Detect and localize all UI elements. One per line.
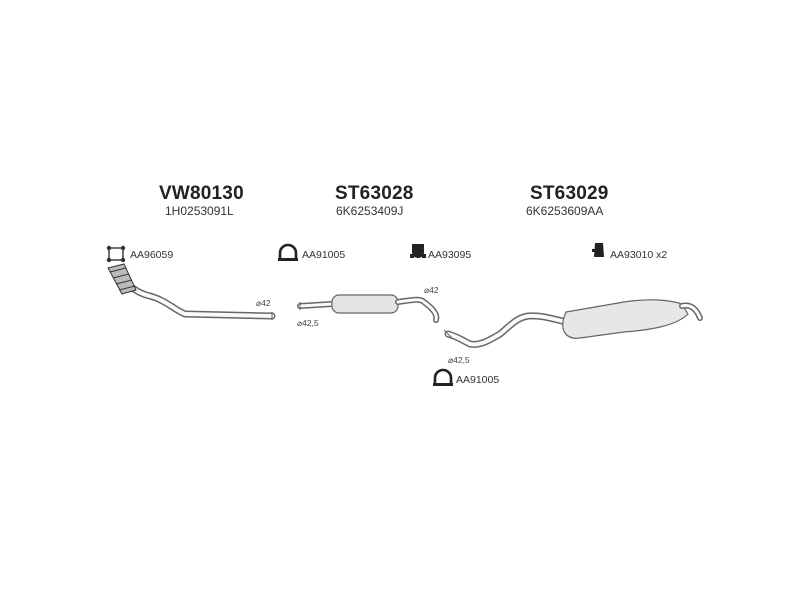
- section-title-rear-silencer: ST63029: [530, 183, 609, 204]
- rubber-hanger-icon: [592, 243, 604, 257]
- section-title-front-pipe: VW80130: [159, 183, 244, 204]
- flange-clamp-icon: [106, 245, 126, 263]
- rubber-mount-icon: [410, 244, 426, 258]
- middle-silencer: [297, 294, 440, 323]
- part-label-clamp-front: AA96059: [130, 249, 174, 261]
- u-bolt-clamp-icon: [278, 243, 298, 261]
- section-title-middle-silencer: ST63028: [335, 183, 414, 204]
- part-label-rubber-rear: AA93010 x2: [610, 249, 668, 261]
- section-oem-rear-silencer: 6K6253609AA: [526, 204, 604, 218]
- dimension-front-end: ⌀42: [256, 298, 271, 308]
- section-oem-middle-silencer: 6K6253409J: [336, 204, 404, 218]
- part-label-rubber-mount: AA93095: [428, 249, 472, 261]
- dimension-rear-inlet: ⌀42,5: [448, 355, 470, 365]
- u-bolt-clamp-icon: [433, 368, 453, 386]
- flexible-joint: [107, 263, 137, 295]
- front-pipe: [107, 263, 276, 320]
- part-label-clamp-rear: AA91005: [456, 374, 500, 386]
- section-oem-front-pipe: 1H0253091L: [165, 204, 234, 218]
- rear-silencer: [443, 299, 703, 348]
- dimension-mid-outlet: ⌀42: [424, 285, 439, 295]
- part-label-clamp-mid: AA91005: [302, 249, 346, 261]
- dimension-mid-inlet: ⌀42,5: [297, 318, 319, 328]
